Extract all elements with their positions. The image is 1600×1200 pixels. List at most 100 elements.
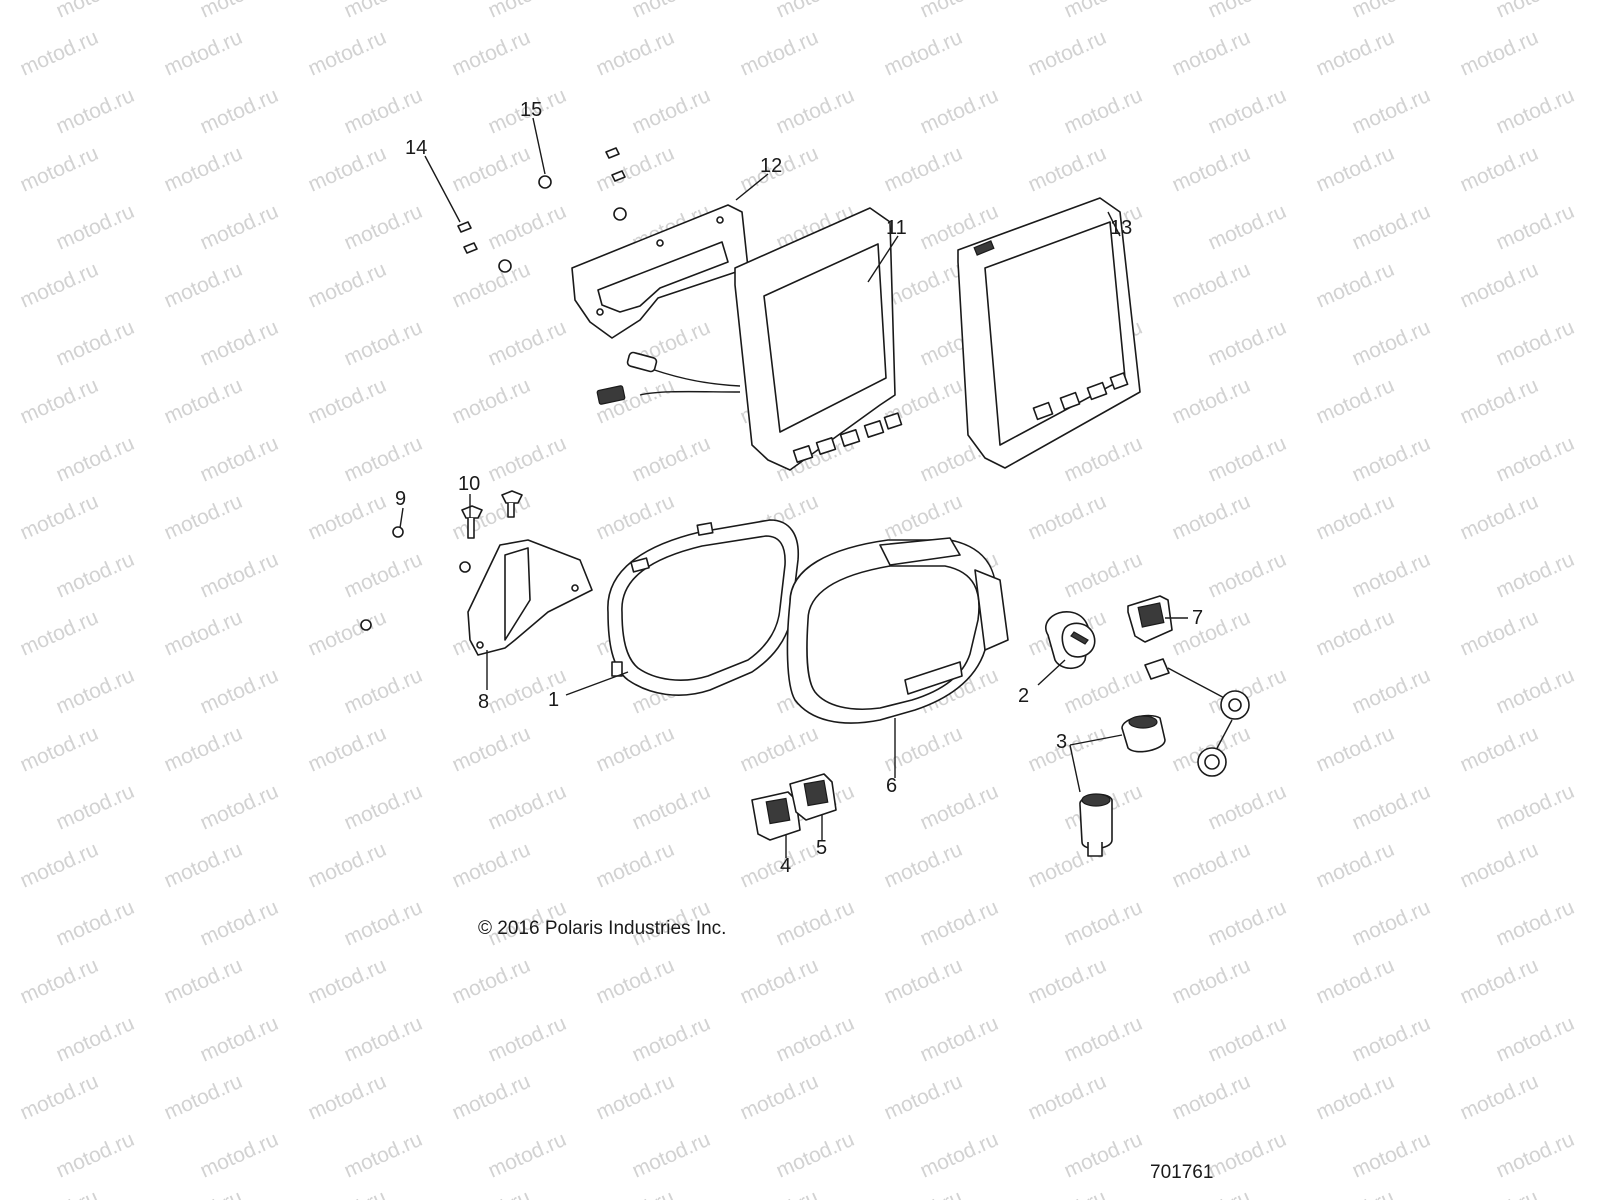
watermark-text: motod.ru (1205, 316, 1290, 371)
watermark-text: motod.ru (53, 432, 138, 487)
watermark-text: motod.ru (629, 1012, 714, 1067)
watermark-text: motod.ru (53, 0, 138, 23)
watermark-text: motod.ru (341, 0, 426, 23)
watermark-text: motod.ru (341, 84, 426, 139)
part-14-15-hardware (457, 147, 627, 273)
watermark-text: motod.ru (341, 1012, 426, 1067)
watermark-text: motod.ru (1169, 606, 1254, 661)
watermark-text: motod.ru (197, 664, 282, 719)
watermark-text: motod.ru (449, 142, 534, 197)
watermark-text: motod.ru (161, 954, 246, 1009)
watermark-text: motod.ru (341, 896, 426, 951)
watermark-text: motod.ru (1349, 432, 1434, 487)
watermark-text: motod.ru (737, 1070, 822, 1125)
watermark-text: motod.ru (593, 722, 678, 777)
watermark-text: motod.ru (593, 142, 678, 197)
watermark-text: motod.ru (485, 200, 570, 255)
watermark-text: motod.ru (1205, 896, 1290, 951)
watermark-text: motod.ru (1457, 954, 1542, 1009)
watermark-text: motod.ru (917, 896, 1002, 951)
watermark-text: motod.ru (161, 1070, 246, 1125)
watermark-text: motod.ru (197, 84, 282, 139)
watermark-text: motod.ru (1313, 1186, 1398, 1200)
watermark-text: motod.ru (1313, 374, 1398, 429)
watermark-text: motod.ru (773, 0, 858, 23)
watermark-text: motod.ru (53, 1128, 138, 1183)
watermark-text: motod.ru (1349, 896, 1434, 951)
watermark-text: motod.ru (1061, 896, 1146, 951)
watermark-text: motod.ru (1313, 838, 1398, 893)
watermark-text: motod.ru (17, 26, 102, 81)
watermark-text: motod.ru (53, 84, 138, 139)
watermark-text: motod.ru (593, 838, 678, 893)
watermark-text: motod.ru (449, 26, 534, 81)
watermark-text: motod.ru (629, 1128, 714, 1183)
part-2-ignition-switch (1045, 611, 1096, 670)
watermark-text: motod.ru (773, 1128, 858, 1183)
watermark-text: motod.ru (341, 200, 426, 255)
watermark-text: motod.ru (17, 838, 102, 893)
watermark-text: motod.ru (1205, 0, 1290, 23)
watermark-text: motod.ru (881, 838, 966, 893)
watermark-text: motod.ru (1493, 896, 1578, 951)
watermark-text: motod.ru (1061, 1012, 1146, 1067)
watermark-text: motod.ru (161, 606, 246, 661)
watermark-text: motod.ru (773, 84, 858, 139)
watermark-text: motod.ru (485, 780, 570, 835)
watermark-text: motod.ru (1061, 432, 1146, 487)
watermark-text: motod.ru (1457, 258, 1542, 313)
watermark-text: motod.ru (1349, 1128, 1434, 1183)
watermark-text: motod.ru (593, 1186, 678, 1200)
watermark-text: motod.ru (485, 432, 570, 487)
copyright-notice: © 2016 Polaris Industries Inc. (478, 918, 727, 939)
watermark-text: motod.ru (1205, 1012, 1290, 1067)
watermark-text: motod.ru (773, 896, 858, 951)
watermark-text: motod.ru (17, 1070, 102, 1125)
watermark-text: motod.ru (737, 954, 822, 1009)
watermark-text: motod.ru (17, 258, 102, 313)
watermark-text: motod.ru (1457, 142, 1542, 197)
watermark-text: motod.ru (341, 1128, 426, 1183)
watermark-text: motod.ru (341, 780, 426, 835)
watermark-text: motod.ru (449, 258, 534, 313)
watermark-text: motod.ru (1457, 1070, 1542, 1125)
watermark-text: motod.ru (737, 722, 822, 777)
part-3-power-outlets (1079, 714, 1166, 857)
watermark-text: motod.ru (1169, 142, 1254, 197)
part-7-rocker-switch (1127, 595, 1173, 643)
watermark-text: motod.ru (1025, 26, 1110, 81)
watermark-text: motod.ru (449, 374, 534, 429)
watermark-text: motod.ru (1349, 780, 1434, 835)
watermark-text: motod.ru (1349, 84, 1434, 139)
watermark-text: motod.ru (1313, 722, 1398, 777)
watermark-text: motod.ru (1061, 664, 1146, 719)
watermark-text: motod.ru (629, 432, 714, 487)
watermark-text: motod.ru (1061, 84, 1146, 139)
watermark-text: motod.ru (1457, 606, 1542, 661)
callout-10: 10 (458, 473, 480, 495)
watermark-text: motod.ru (305, 490, 390, 545)
watermark-text: motod.ru (629, 780, 714, 835)
watermark-text: motod.ru (629, 0, 714, 23)
part-8-side-bracket (467, 539, 593, 656)
watermark-text: motod.ru (197, 896, 282, 951)
watermark-text: motod.ru (1025, 1186, 1110, 1200)
watermark-text: motod.ru (881, 142, 966, 197)
watermark-text: motod.ru (737, 1186, 822, 1200)
watermark-text: motod.ru (449, 838, 534, 893)
watermark-text: motod.ru (305, 142, 390, 197)
watermark-text: motod.ru (1313, 26, 1398, 81)
watermark-text: motod.ru (341, 664, 426, 719)
watermark-text: motod.ru (17, 954, 102, 1009)
watermark-text: motod.ru (485, 316, 570, 371)
watermark-text: motod.ru (341, 548, 426, 603)
watermark-text: motod.ru (449, 1186, 534, 1200)
watermark-text: motod.ru (1349, 548, 1434, 603)
watermark-text: motod.ru (1205, 200, 1290, 255)
callout-4: 4 (780, 855, 791, 877)
watermark-text: motod.ru (881, 258, 966, 313)
drawing-number: 701761 (1150, 1162, 1214, 1183)
part-12-bracket-plate (571, 204, 749, 339)
watermark-text: motod.ru (1061, 0, 1146, 23)
